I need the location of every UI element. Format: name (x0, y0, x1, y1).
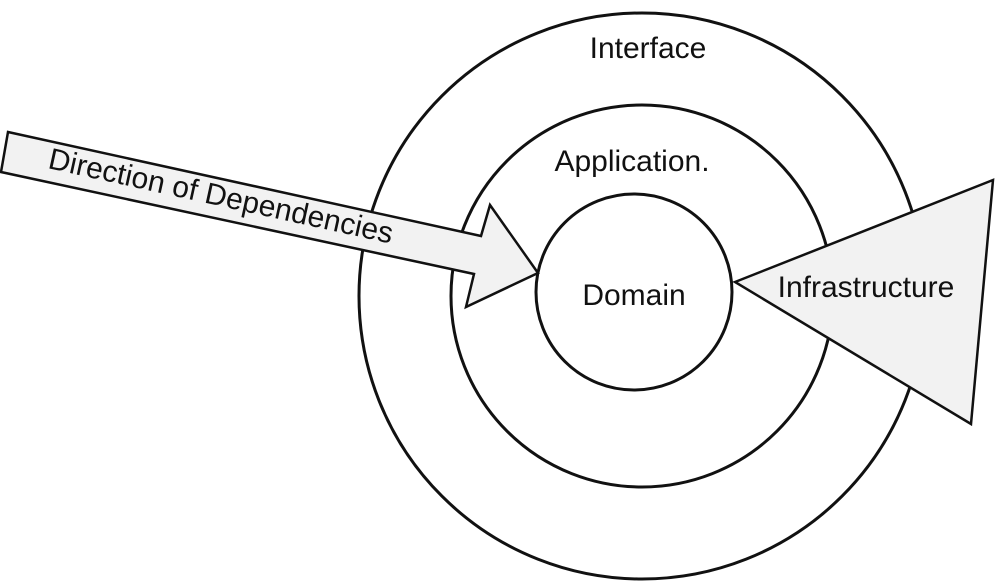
application-label: Application. (554, 145, 709, 178)
dependency-arrow (0, 130, 540, 310)
arrow-label: Direction of Dependencies (46, 143, 397, 251)
domain-label: Domain (582, 279, 685, 312)
domain-ring (534, 192, 734, 392)
infrastructure-label: Infrastructure (778, 271, 955, 304)
infrastructure-wedge (732, 178, 995, 427)
interface-label: Interface (590, 32, 707, 65)
